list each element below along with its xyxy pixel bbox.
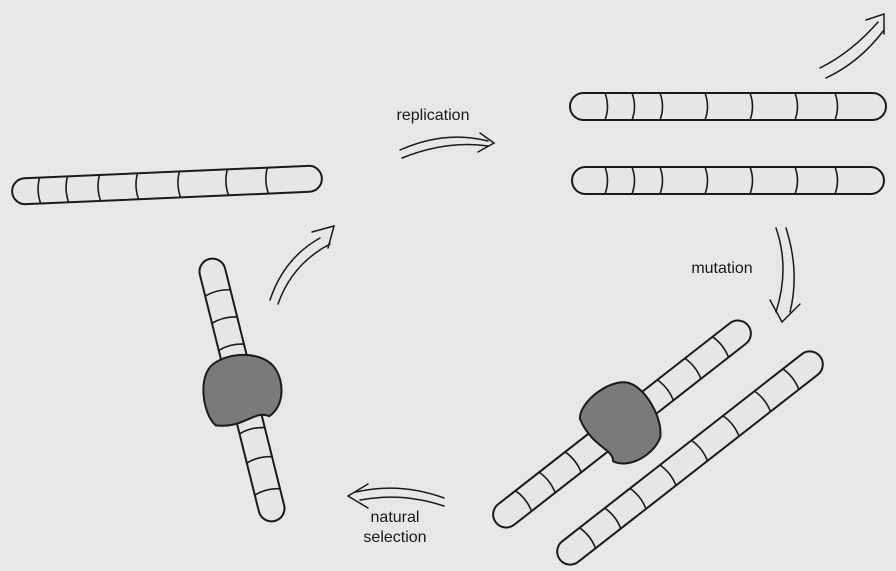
selection-label: selection	[340, 528, 450, 548]
natural-label: natural	[340, 508, 450, 528]
replication-label: replication	[378, 106, 488, 126]
replicated-molecule-bottom	[572, 167, 884, 194]
replicated-molecule-top	[570, 93, 886, 120]
mutation-label: mutation	[674, 259, 770, 279]
